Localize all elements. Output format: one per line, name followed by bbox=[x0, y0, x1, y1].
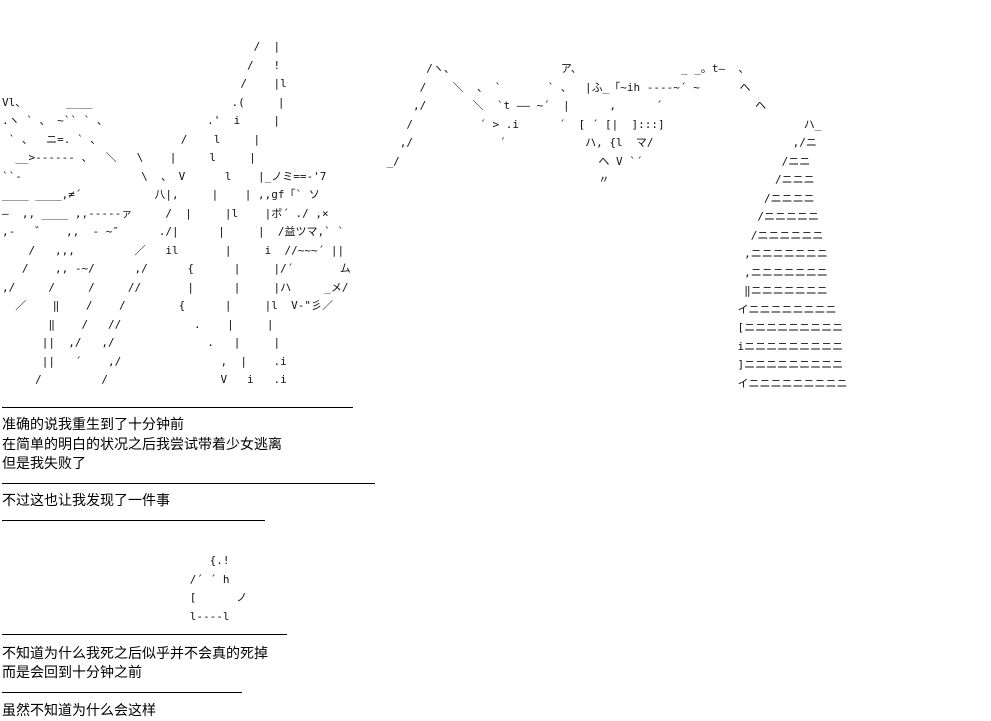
text-line: 但是我失败了 bbox=[2, 456, 86, 472]
text-line: 而是会回到十分钟之前 bbox=[2, 665, 142, 681]
divider-line bbox=[2, 634, 287, 635]
ascii-art-small-figure: {.! /´ ´ h [ ノ l----l bbox=[189, 554, 248, 623]
text-line: 不过这也让我发现了一件事 bbox=[2, 493, 170, 509]
divider-line bbox=[2, 520, 265, 521]
text-line: 不知道为什么我死之后似乎并不会真的死掉 bbox=[2, 646, 268, 662]
text-line: 准确的说我重生到了十分钟前 bbox=[2, 417, 184, 433]
divider-line bbox=[2, 483, 375, 484]
text-line: 在简单的明白的状况之后我尝试带着少女逃离 bbox=[2, 437, 282, 453]
ascii-art-figure-right: /ヽ、 ア、 _ _。t― 、 / ＼ 、 ` ` 、 |ふ_「~ih ----… bbox=[386, 62, 848, 390]
divider-line bbox=[2, 692, 242, 693]
ascii-art-figure-left: / | / ! / |l Vl、 ____ .( | .ヽ ` 、 ~`` ` … bbox=[2, 40, 351, 386]
divider-line bbox=[2, 407, 353, 408]
text-line: 虽然不知道为什么会这样 bbox=[2, 703, 156, 719]
